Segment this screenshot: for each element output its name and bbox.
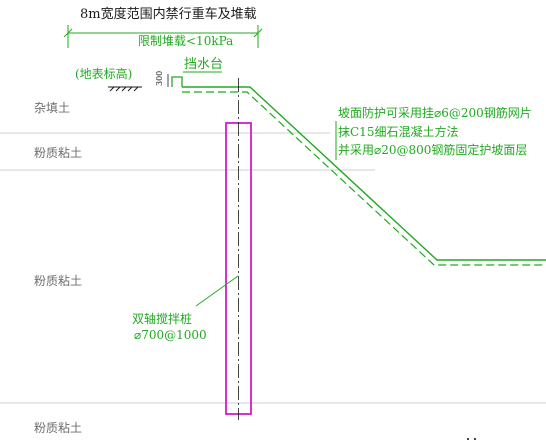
pile-leader <box>195 275 239 307</box>
ground-elevation-label: (地表标高) <box>75 66 132 81</box>
slope-protection-layer <box>182 91 546 266</box>
slope-note-line-1: 坡面防护可采用挂⌀6@200钢筋网片 <box>338 105 532 120</box>
restriction-note: 8m宽度范围内禁行重车及堆载 <box>80 6 257 22</box>
soil-label-silty-clay-3: 粉质粘土 <box>34 420 82 435</box>
ground-slope-profile <box>182 86 546 261</box>
wall-height-label: 300 <box>155 71 164 86</box>
slope-note-line-3: 并采用⌀20@800钢筋固定护坡面层 <box>338 142 527 157</box>
soil-label-silty-clay-1: 粉质粘土 <box>34 145 82 160</box>
soil-label-silty-clay-2: 粉质粘土 <box>34 273 82 288</box>
soil-label-fill: 杂填土 <box>34 101 70 115</box>
width-dimension-line <box>63 25 263 48</box>
pile-spec: ⌀700@1000 <box>134 328 207 342</box>
water-barrier-label: 挡水台 <box>184 57 223 72</box>
corner-marks <box>467 438 476 440</box>
pile-title: 双轴搅拌桩 <box>132 311 192 326</box>
ground-elevation-marker <box>108 86 142 92</box>
water-barrier-wall <box>171 76 183 87</box>
slope-note-line-2: 抹C15细石混凝土方法 <box>338 124 458 139</box>
load-limit-note: 限制堆载<10kPa <box>138 34 233 48</box>
layer-boundaries <box>0 132 546 404</box>
